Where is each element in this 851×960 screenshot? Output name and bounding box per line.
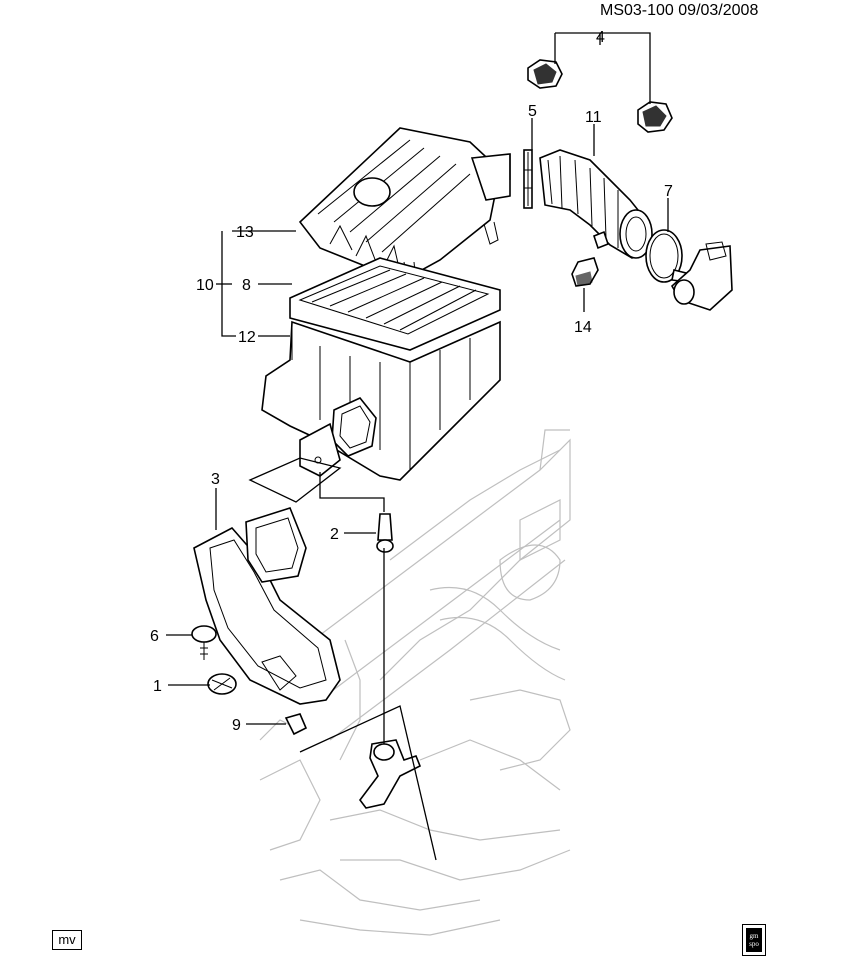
gm-spo-logo-text: gm spo: [746, 928, 762, 952]
callout-11: 11: [585, 109, 602, 126]
callout-12: 12: [238, 329, 256, 346]
callout-4: 4: [596, 29, 605, 46]
temperature-sensor-part: [571, 257, 599, 287]
callout-9: 9: [232, 717, 241, 734]
gm-spo-logo: gm spo: [742, 924, 766, 956]
callout-2: 2: [330, 526, 339, 543]
diagram-code-date: MS03-100 09/03/2008: [600, 2, 759, 19]
leader-lines: [166, 32, 669, 861]
sensor-strip-part: [523, 149, 533, 209]
grommet-part: [527, 59, 673, 133]
callout-3: 3: [211, 471, 220, 488]
callout-13: 13: [236, 224, 254, 241]
callout-8: 8: [242, 277, 251, 294]
engine-bay-background: [259, 429, 571, 936]
intake-duct-part: [539, 149, 653, 259]
callout-10: 10: [196, 277, 214, 294]
air-filter-element-part: [289, 257, 501, 351]
air-cleaner-housing-part: [261, 320, 501, 481]
mounting-bracket: [359, 739, 422, 809]
callout-6: 6: [150, 628, 159, 645]
throttle-body: [670, 241, 733, 311]
air-cleaner-cover-part: [298, 127, 511, 285]
air-inlet-duct-part: [193, 507, 341, 705]
callout-1: 1: [153, 678, 162, 695]
callout-14: 14: [574, 319, 592, 336]
callout-7: 7: [664, 183, 673, 200]
callout-5: 5: [528, 103, 537, 120]
fastener-hardware: [191, 513, 394, 736]
hose-clamp-part: [645, 229, 691, 283]
mv-tag: mv: [52, 930, 82, 950]
